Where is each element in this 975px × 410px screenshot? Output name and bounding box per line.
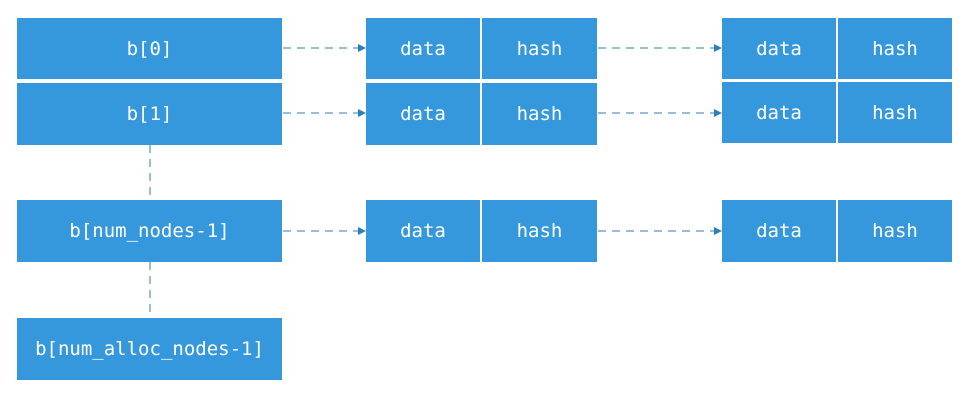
chain-1-node-1: data hash xyxy=(366,83,597,145)
hash-cell: hash xyxy=(482,18,597,79)
hash-cell: hash xyxy=(838,200,952,262)
hash-cell: hash xyxy=(482,83,597,145)
data-cell: data xyxy=(366,18,480,79)
bucket-num-alloc-nodes-minus-1: b[num_alloc_nodes-1] xyxy=(17,318,282,380)
chain-2-node-2: data hash xyxy=(722,200,952,262)
data-cell: data xyxy=(722,82,836,143)
hash-cell: hash xyxy=(838,18,952,79)
chain-2-node-1: data hash xyxy=(366,200,597,262)
data-cell: data xyxy=(722,18,836,79)
chain-1-node-2: data hash xyxy=(722,82,952,143)
data-cell: data xyxy=(366,200,480,262)
bucket-1: b[1] xyxy=(17,83,282,145)
data-cell: data xyxy=(722,200,836,262)
chain-0-node-2: data hash xyxy=(722,18,952,79)
hash-cell: hash xyxy=(482,200,597,262)
data-cell: data xyxy=(366,83,480,145)
chain-0-node-1: data hash xyxy=(366,18,597,79)
hash-cell: hash xyxy=(838,82,952,143)
bucket-num-nodes-minus-1: b[num_nodes-1] xyxy=(17,200,282,262)
bucket-0: b[0] xyxy=(17,18,282,79)
